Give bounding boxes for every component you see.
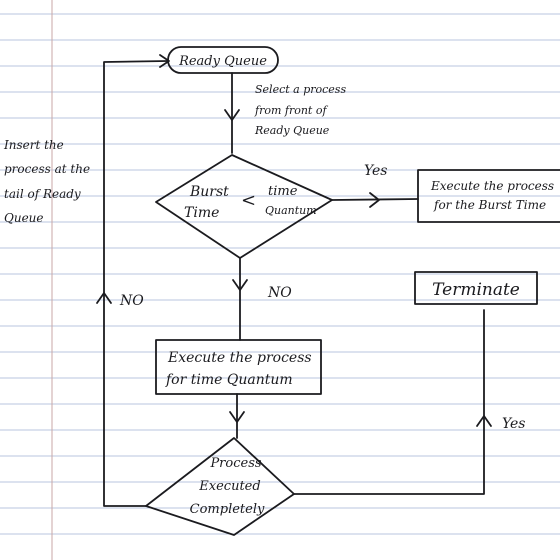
decision-complete-line-1: Process — [209, 456, 261, 471]
execute-quantum-box — [155, 339, 322, 395]
decision-burst-right-2: Quantum — [265, 204, 317, 217]
terminate-box — [414, 271, 538, 305]
insert-note-line-2: process at the — [4, 162, 90, 176]
select-note-line-1: Select a process — [255, 83, 346, 96]
select-note: Select a process from front of Ready Que… — [254, 83, 346, 137]
execute-quantum-line-1: Execute the process — [167, 350, 312, 366]
decision-burst-left-2: Time — [184, 205, 219, 221]
execute-burst-line-2: for the Burst Time — [433, 198, 546, 212]
decision-burst-operator: < — [241, 190, 256, 211]
select-note-line-2: from front of — [254, 104, 328, 117]
arrowhead-queue-to-decision — [224, 109, 240, 121]
arrowhead-no-to-execute-quantum — [232, 279, 248, 291]
terminate-label: Terminate — [432, 280, 520, 300]
ready-queue-label: Ready Queue — [178, 54, 267, 69]
insert-note-line-1: Insert the — [3, 138, 64, 152]
insert-note-line-4: Queue — [4, 211, 44, 225]
arrow-yes-to-terminate — [293, 309, 485, 495]
decision-burst-right-1: time — [268, 184, 298, 199]
insert-note: Insert the process at the tail of Ready … — [3, 138, 90, 225]
label-yes-complete: Yes — [502, 416, 526, 432]
execute-quantum-line-2: for time Quantum — [165, 372, 293, 388]
arrowhead-yes-to-execute-burst — [369, 192, 380, 208]
insert-note-line-3: tail of Ready — [4, 187, 81, 201]
arrowhead-execute-to-decision2 — [229, 411, 245, 423]
arrowhead-loop-into-queue — [159, 54, 170, 68]
arrowhead-yes-to-terminate — [476, 415, 492, 427]
arrowhead-loop-up — [96, 292, 112, 304]
label-no-burst: NO — [267, 285, 292, 301]
select-note-line-3: Ready Queue — [254, 124, 330, 137]
decision-complete-line-2: Executed — [198, 479, 260, 494]
execute-burst-line-1: Execute the process — [430, 179, 554, 193]
arrow-no-loop-to-queue — [103, 60, 169, 507]
decision-complete-line-3: Completely — [190, 502, 265, 517]
label-no-loop: NO — [119, 293, 144, 309]
decision-executed-completely — [145, 437, 295, 536]
label-yes-burst: Yes — [364, 163, 388, 179]
arrow-yes-to-execute-burst — [331, 198, 419, 201]
decision-burst-left-1: Burst — [189, 184, 229, 200]
execute-burst-box — [417, 169, 560, 223]
